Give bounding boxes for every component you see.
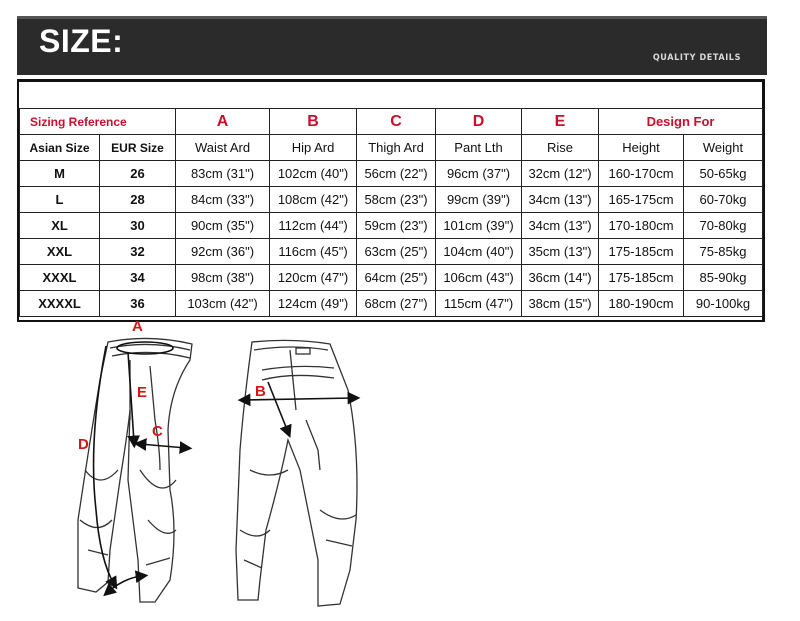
letter-e: E: [521, 108, 600, 135]
cell-rise: 34cm (13"): [521, 186, 600, 213]
cell-eur-size: 26: [98, 160, 177, 187]
cell-thigh: 64cm (25"): [356, 264, 437, 291]
size-table: Sizing Reference A B C D E Design For As…: [18, 108, 764, 317]
cell-hip: 112cm (44"): [269, 212, 358, 239]
size-banner: SIZE: QUALITY DETAILS: [17, 16, 767, 75]
label-e: E: [137, 384, 148, 401]
cell-thigh: 56cm (22"): [356, 160, 437, 187]
table-row: M 26 83cm (31") 102cm (40") 56cm (22") 9…: [19, 160, 764, 187]
measurement-diagram: A E C D B: [0, 318, 800, 621]
table-row: XXXXL 36 103cm (42") 124cm (49") 68cm (2…: [19, 290, 764, 317]
cell-eur-size: 28: [98, 186, 177, 213]
header-asian-size: Asian Size: [19, 134, 100, 161]
cell-rise: 38cm (15"): [521, 290, 600, 317]
cell-asian-size: XXXXL: [19, 290, 100, 317]
table-row: XXL 32 92cm (36") 116cm (45") 63cm (25")…: [19, 238, 764, 265]
letter-b: B: [269, 108, 358, 135]
cell-hip: 116cm (45"): [269, 238, 358, 265]
cell-waist: 90cm (35"): [175, 212, 271, 239]
cell-asian-size: M: [19, 160, 100, 187]
cell-asian-size: XL: [19, 212, 100, 239]
reference-row: Sizing Reference A B C D E Design For: [18, 108, 764, 135]
cell-pant-length: 104cm (40"): [435, 238, 523, 265]
cell-hip: 124cm (49"): [269, 290, 358, 317]
cell-thigh: 59cm (23"): [356, 212, 437, 239]
header-thigh: Thigh Ard: [356, 134, 437, 161]
back-measure-lines: [237, 381, 361, 438]
cell-eur-size: 36: [98, 290, 177, 317]
pants-illustration: [77, 337, 361, 607]
cell-rise: 34cm (13"): [521, 212, 600, 239]
cell-height: 160-170cm: [598, 160, 685, 187]
cell-weight: 85-90kg: [683, 264, 764, 291]
back-pants-icon: [235, 339, 358, 607]
cell-rise: 35cm (13"): [521, 238, 600, 265]
header-weight: Weight: [683, 134, 764, 161]
letter-c: C: [356, 108, 437, 135]
cell-eur-size: 32: [98, 238, 177, 265]
header-height: Height: [598, 134, 685, 161]
cell-asian-size: XXL: [19, 238, 100, 265]
cell-height: 165-175cm: [598, 186, 685, 213]
label-a: A: [132, 318, 143, 335]
front-measure-lines: [92, 341, 193, 597]
table-row: L 28 84cm (33") 108cm (42") 58cm (23") 9…: [19, 186, 764, 213]
cell-rise: 36cm (14"): [521, 264, 600, 291]
header-pant-length: Pant Lth: [435, 134, 523, 161]
label-d: D: [78, 436, 89, 453]
cell-weight: 90-100kg: [683, 290, 764, 317]
table-row: XL 30 90cm (35") 112cm (44") 59cm (23") …: [19, 212, 764, 239]
header-rise: Rise: [521, 134, 600, 161]
cell-pant-length: 101cm (39"): [435, 212, 523, 239]
cell-pant-length: 96cm (37"): [435, 160, 523, 187]
cell-eur-size: 34: [98, 264, 177, 291]
size-chart: Sizing Reference A B C D E Design For As…: [17, 79, 765, 322]
cell-weight: 50-65kg: [683, 160, 764, 187]
table-row: XXXL 34 98cm (38") 120cm (47") 64cm (25"…: [19, 264, 764, 291]
header-waist: Waist Ard: [175, 134, 271, 161]
cell-hip: 108cm (42"): [269, 186, 358, 213]
letter-a: A: [175, 108, 271, 135]
cell-height: 180-190cm: [598, 290, 685, 317]
cell-thigh: 58cm (23"): [356, 186, 437, 213]
cell-waist: 83cm (31"): [175, 160, 271, 187]
cell-weight: 75-85kg: [683, 238, 764, 265]
cell-asian-size: XXXL: [19, 264, 100, 291]
cell-height: 175-185cm: [598, 264, 685, 291]
header-row: Asian Size EUR Size Waist Ard Hip Ard Th…: [19, 134, 764, 161]
banner-title: SIZE:: [39, 23, 124, 59]
cell-eur-size: 30: [98, 212, 177, 239]
front-pants-icon: [77, 337, 193, 603]
cell-waist: 92cm (36"): [175, 238, 271, 265]
cell-weight: 60-70kg: [683, 186, 764, 213]
banner-subtitle: QUALITY DETAILS: [652, 53, 741, 63]
cell-waist: 103cm (42"): [175, 290, 271, 317]
header-hip: Hip Ard: [269, 134, 358, 161]
header-eur-size: EUR Size: [98, 134, 177, 161]
cell-thigh: 63cm (25"): [356, 238, 437, 265]
cell-pant-length: 115cm (47"): [435, 290, 523, 317]
cell-pant-length: 99cm (39"): [435, 186, 523, 213]
cell-waist: 98cm (38"): [175, 264, 271, 291]
letter-d: D: [435, 108, 523, 135]
sizing-reference-label: Sizing Reference: [18, 108, 177, 135]
cell-pant-length: 106cm (43"): [435, 264, 523, 291]
cell-hip: 120cm (47"): [269, 264, 358, 291]
cell-height: 170-180cm: [598, 212, 685, 239]
label-c: C: [152, 423, 163, 440]
cell-height: 175-185cm: [598, 238, 685, 265]
cell-asian-size: L: [19, 186, 100, 213]
label-b: B: [255, 383, 266, 400]
cell-weight: 70-80kg: [683, 212, 764, 239]
design-for-label: Design For: [598, 108, 764, 135]
cell-waist: 84cm (33"): [175, 186, 271, 213]
cell-rise: 32cm (12"): [521, 160, 600, 187]
cell-hip: 102cm (40"): [269, 160, 358, 187]
cell-thigh: 68cm (27"): [356, 290, 437, 317]
